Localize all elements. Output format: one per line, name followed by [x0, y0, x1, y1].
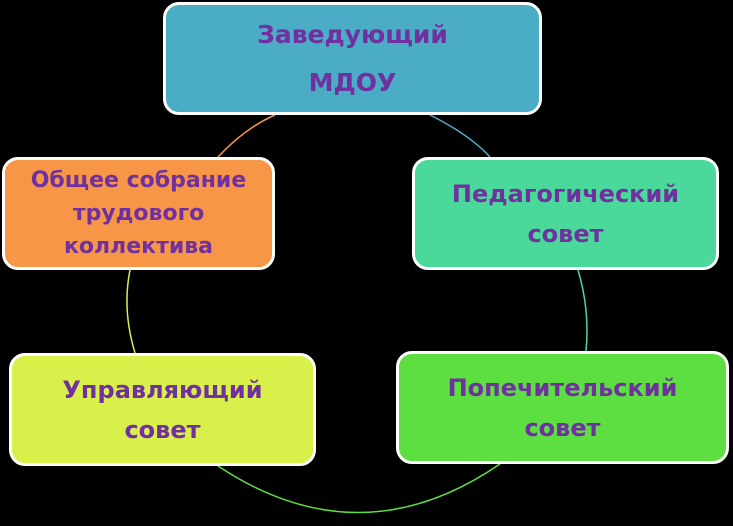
node-label-line: совет [527, 219, 604, 248]
connector-bottomright-bottomleft [217, 463, 501, 514]
node-label-line: Заведующий [257, 19, 448, 49]
connector-top-right [429, 114, 491, 158]
connector-left-top [217, 114, 276, 158]
node-label-line: Управляющий [62, 375, 263, 404]
pedagogical-council-node: Педагогический совет [412, 157, 719, 270]
node-label-line: МДОУ [308, 67, 397, 97]
general-meeting-node: Общее собрание трудового коллектива [2, 157, 275, 270]
node-label-line: коллектива [63, 234, 214, 259]
connector-right-bottomright [577, 269, 588, 352]
connector-bottomleft-left [126, 269, 136, 354]
node-label-line: Педагогический [451, 179, 680, 208]
node-label-line: совет [524, 413, 601, 442]
node-label-line: совет [124, 415, 201, 444]
governing-council-node: Управляющий совет [9, 353, 316, 466]
board-of-trustees-node: Попечительский совет [396, 351, 729, 464]
node-label-line: трудового [72, 201, 205, 226]
head-of-institution-node: Заведующий МДОУ [163, 2, 542, 115]
node-label-line: Попечительский [447, 373, 678, 402]
node-label-line: Общее собрание [30, 168, 247, 193]
